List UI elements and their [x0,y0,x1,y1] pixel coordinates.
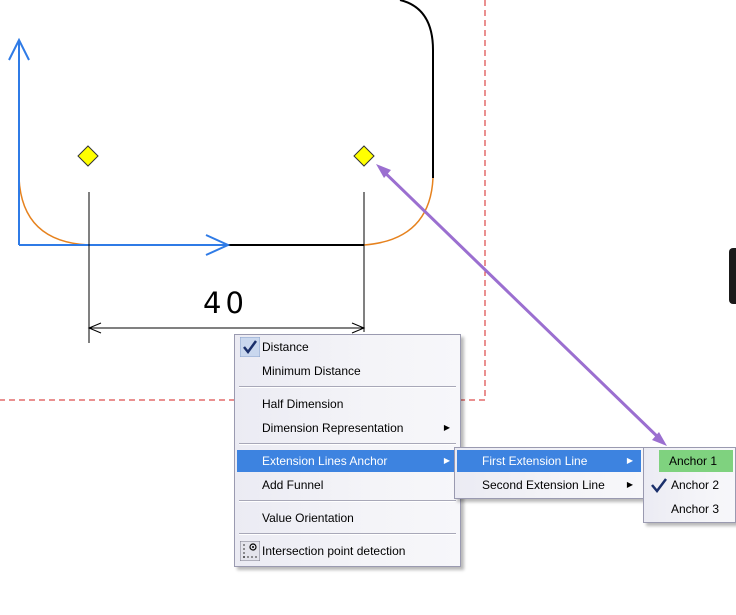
menu-item-half-dimension[interactable]: Half Dimension [237,393,458,415]
point-marker-right[interactable] [353,145,375,167]
dimension-arrow-right [351,322,366,334]
dimension-value-label[interactable]: 40 [203,286,248,320]
menu-item-label: Intersection point detection [262,544,406,558]
point-marker-left[interactable] [77,145,99,167]
menu-item-label: Add Funnel [262,478,324,492]
check-icon [651,478,667,494]
dimension-arrow-left [87,322,102,334]
menu-item-anchor-3[interactable]: Anchor 3 [646,498,733,520]
submenu-arrow-icon: ▶ [626,480,633,489]
menu-item-anchor-2[interactable]: Anchor 2 [646,474,733,496]
extension-lines-submenu: First Extension Line ▶ Second Extension … [454,447,644,499]
menu-item-distance[interactable]: Distance [237,336,458,358]
fillet-right [363,177,434,246]
menu-separator [239,533,456,535]
menu-item-label: Distance [262,340,309,354]
menu-item-label: Anchor 2 [671,478,720,492]
menu-item-value-orientation[interactable]: Value Orientation [237,507,458,529]
menu-item-minimum-distance[interactable]: Minimum Distance [237,360,458,382]
menu-item-extension-lines-anchor[interactable]: Extension Lines Anchor ▶ [237,450,458,472]
menu-item-label: Second Extension Line [482,478,605,492]
annotation-arrowhead-bottom [652,432,667,446]
menu-item-first-extension-line[interactable]: First Extension Line ▶ [457,450,641,472]
submenu-arrow-icon: ▶ [443,423,450,432]
submenu-arrow-icon: ▶ [443,456,450,465]
profile-top-corner [399,0,434,178]
menu-item-label: Value Orientation [262,511,354,525]
menu-separator [239,386,456,388]
menu-item-add-funnel[interactable]: Add Funnel [237,474,458,496]
dimension-context-menu: Distance Minimum Distance Half Dimension… [234,334,461,567]
fillet-left [18,177,90,246]
menu-item-second-extension-line[interactable]: Second Extension Line ▶ [457,474,641,496]
menu-separator [239,500,456,502]
menu-item-label: Half Dimension [262,397,344,411]
menu-separator [239,443,456,445]
menu-item-label: Anchor 1 [669,454,718,468]
menu-item-label: Minimum Distance [262,364,361,378]
annotation-arrowhead-top [376,164,391,178]
menu-item-label: Extension Lines Anchor [262,454,388,468]
sketch-boundary [0,0,486,401]
menu-item-dimension-representation[interactable]: Dimension Representation ▶ [237,417,458,439]
check-icon [240,337,260,357]
menu-item-anchor-1[interactable]: Anchor 1 [659,450,733,472]
menu-item-label: Dimension Representation [262,421,404,435]
h-axis-arrow [205,234,231,256]
menu-item-label: Anchor 3 [671,502,720,516]
menu-item-intersection-point-detection[interactable]: Intersection point detection [237,540,458,562]
window-edge [729,248,736,304]
menu-item-label: First Extension Line [482,454,588,468]
submenu-arrow-icon: ▶ [626,456,633,465]
anchor-submenu: Anchor 1 Anchor 2 Anchor 3 [643,447,736,523]
v-axis-arrow [8,37,30,61]
intersection-detection-icon [240,541,260,561]
annotation-arrow [378,166,665,444]
